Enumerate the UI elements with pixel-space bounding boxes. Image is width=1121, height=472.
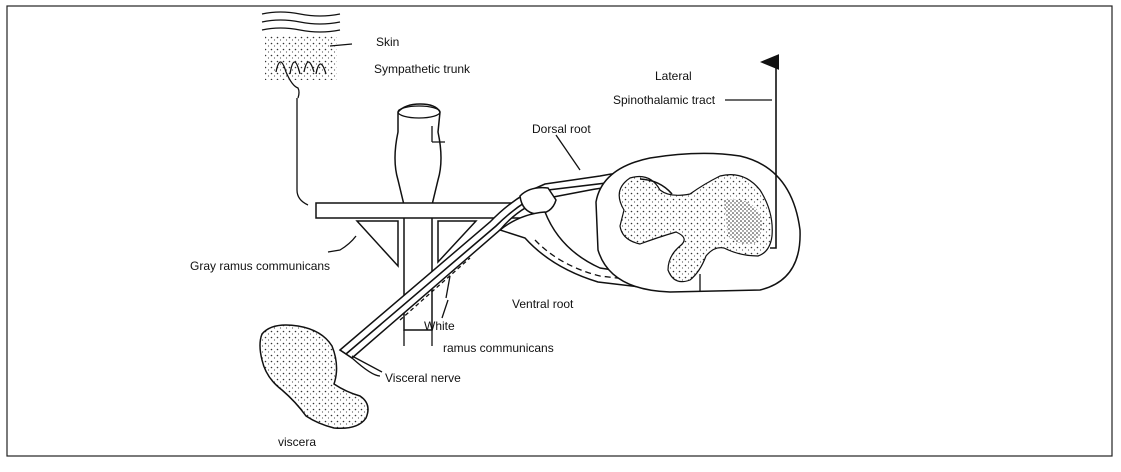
label-lateral: Lateral xyxy=(655,69,692,83)
spinal-cord-section xyxy=(596,153,800,292)
label-sympathetic-trunk: Sympathetic trunk xyxy=(374,62,471,76)
visceral-nerve-branch xyxy=(340,350,380,376)
figure-frame xyxy=(7,6,1112,456)
label-dorsal-root: Dorsal root xyxy=(532,122,591,136)
label-skin: Skin xyxy=(376,35,399,49)
label-gray-ramus: Gray ramus communicans xyxy=(190,259,330,273)
label-ramus-communicans: ramus communicans xyxy=(443,341,554,355)
label-white: White xyxy=(424,319,455,333)
label-visceral-nerve: Visceral nerve xyxy=(385,371,461,385)
label-viscera: viscera xyxy=(278,435,316,449)
skin-illustration xyxy=(262,12,352,98)
skin-afferent-fiber xyxy=(297,98,308,205)
label-spinothalamic-tract: Spinothalamic tract xyxy=(613,93,716,107)
label-ventral-root: Ventral root xyxy=(512,297,574,311)
